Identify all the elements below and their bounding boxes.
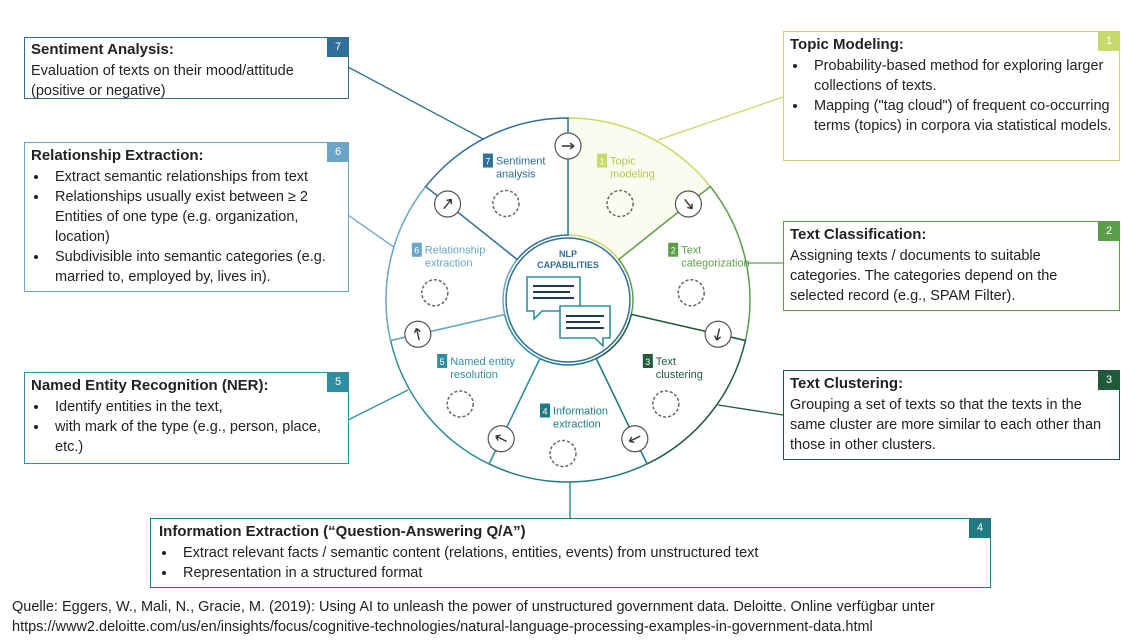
list-item: Representation in a structured format bbox=[177, 563, 982, 583]
segment-number: 4 bbox=[542, 407, 547, 417]
segment-label-line2: extraction bbox=[425, 258, 473, 270]
box-body: Evaluation of texts on their mood/attitu… bbox=[31, 63, 294, 99]
segment-label-line1: Sentiment bbox=[496, 156, 546, 168]
segment-label-line1: Topic bbox=[610, 156, 636, 168]
box-bullet-list: Probability-based method for exploring l… bbox=[790, 56, 1113, 136]
box-title: Text Classification: bbox=[790, 226, 927, 243]
segment-number: 2 bbox=[671, 246, 676, 256]
segment-label-line1: Information bbox=[553, 406, 608, 418]
relationship-extraction-box: 6 Relationship Extraction: Extract seman… bbox=[24, 142, 349, 292]
named-entity-recognition-box: 5 Named Entity Recognition (NER): Identi… bbox=[24, 372, 349, 464]
chat-bubbles-icon bbox=[526, 276, 611, 348]
source-line-1: Quelle: Eggers, W., Mali, N., Gracie, M.… bbox=[12, 599, 935, 615]
arrow-glyph bbox=[495, 434, 507, 442]
connector-sentiment bbox=[347, 66, 486, 141]
segment-illustration-icon bbox=[492, 189, 520, 218]
box-body: Grouping a set of texts so that the text… bbox=[790, 397, 1102, 453]
arrow-glyph bbox=[562, 142, 575, 150]
box-number-badge: 6 bbox=[327, 142, 349, 162]
list-item: Probability-based method for exploring l… bbox=[808, 56, 1113, 96]
list-item: with mark of the type (e.g., person, pla… bbox=[49, 417, 342, 457]
segment-illustration-icon bbox=[652, 390, 680, 418]
ring-segment-2 bbox=[617, 185, 751, 342]
connector-ner bbox=[347, 389, 409, 421]
sentiment-analysis-box: 7 Sentiment Analysis: Evaluation of text… bbox=[24, 37, 349, 99]
segment-number-badge bbox=[668, 242, 679, 257]
text-classification-box: 2 Text Classification: Assigning texts /… bbox=[783, 221, 1120, 311]
list-item: Relationships usually exist between ≥ 2 … bbox=[49, 187, 342, 247]
box-title: Relationship Extraction: bbox=[31, 147, 204, 164]
ring-segment-4 bbox=[488, 357, 648, 483]
segment-number-badge bbox=[411, 242, 422, 257]
box-number-badge: 5 bbox=[327, 372, 349, 392]
box-number-badge: 3 bbox=[1098, 370, 1120, 390]
box-title: Named Entity Recognition (NER): bbox=[31, 377, 269, 394]
segment-number-badge bbox=[642, 353, 653, 368]
segment-number-badge bbox=[597, 153, 608, 168]
arrow-glyph bbox=[628, 435, 641, 443]
box-title: Sentiment Analysis: bbox=[31, 41, 174, 58]
box-number-badge: 1 bbox=[1098, 31, 1120, 51]
ring-segment-1 bbox=[567, 117, 712, 261]
connector-topic bbox=[657, 96, 784, 141]
list-item: Extract semantic relationships from text bbox=[49, 167, 342, 187]
segment-number-badge bbox=[437, 353, 448, 368]
arrow-glyph bbox=[413, 327, 421, 341]
source-url[interactable]: https://www2.deloitte.com/us/en/insights… bbox=[12, 619, 873, 635]
segment-label-line1: Named entity bbox=[450, 356, 515, 368]
segment-number-badge bbox=[540, 403, 550, 418]
box-number-badge: 4 bbox=[969, 518, 991, 538]
list-item: Mapping ("tag cloud") of frequent co-occ… bbox=[808, 96, 1113, 136]
segment-number: 5 bbox=[440, 357, 445, 367]
segment-number: 1 bbox=[600, 157, 605, 167]
segment-label-line2: modeling bbox=[610, 169, 655, 181]
box-bullet-list: Extract semantic relationships from text… bbox=[31, 167, 342, 287]
arrow-glyph bbox=[684, 198, 693, 210]
segment-number: 3 bbox=[645, 357, 650, 367]
center-title-line2: CAPABILITIES bbox=[537, 260, 599, 270]
segment-label-line1: Text bbox=[681, 245, 701, 257]
segment-label-line2: categorization bbox=[681, 258, 750, 270]
box-title: Text Clustering: bbox=[790, 375, 904, 392]
segment-number-badge bbox=[482, 153, 493, 168]
segment-label-line2: clustering bbox=[656, 369, 703, 381]
topic-modeling-box: 1 Topic Modeling: Probability-based meth… bbox=[783, 31, 1120, 161]
arrow-glyph bbox=[443, 198, 453, 210]
box-number-badge: 2 bbox=[1098, 221, 1120, 241]
segment-illustration-icon bbox=[549, 439, 577, 468]
list-item: Extract relevant facts / semantic conten… bbox=[177, 543, 982, 563]
ring-segment-7 bbox=[424, 117, 569, 261]
box-title: Information Extraction (“Question-Answer… bbox=[159, 523, 526, 540]
list-item: Identify entities in the text, bbox=[49, 397, 342, 417]
center-title-line1: NLP bbox=[559, 249, 577, 259]
segment-label-line2: extraction bbox=[553, 419, 601, 431]
segment-illustration-icon bbox=[421, 278, 449, 307]
ring-segment-6 bbox=[385, 185, 519, 342]
segment-label-line2: resolution bbox=[450, 369, 498, 381]
segment-illustration-icon bbox=[606, 189, 634, 218]
arrow-glyph bbox=[714, 328, 722, 341]
connector-clustering bbox=[717, 404, 784, 416]
segment-label-line2: analysis bbox=[496, 169, 536, 181]
segment-label-line1: Relationship bbox=[425, 245, 486, 257]
text-clustering-box: 3 Text Clustering: Grouping a set of tex… bbox=[783, 370, 1120, 460]
source-citation: Quelle: Eggers, W., Mali, N., Gracie, M.… bbox=[12, 597, 935, 637]
segment-illustration-icon bbox=[446, 390, 474, 418]
segment-number: 6 bbox=[414, 246, 419, 256]
box-title: Topic Modeling: bbox=[790, 36, 904, 53]
segment-number: 7 bbox=[485, 157, 490, 167]
box-bullet-list: Extract relevant facts / semantic conten… bbox=[159, 543, 982, 583]
segment-illustration-icon bbox=[677, 278, 705, 307]
list-item: Subdivisible into semantic categories (e… bbox=[49, 247, 342, 287]
box-body: Assigning texts / documents to suitable … bbox=[790, 248, 1058, 304]
information-extraction-box: 4 Information Extraction (“Question-Answ… bbox=[150, 518, 991, 588]
connector-relationship bbox=[347, 214, 399, 251]
box-bullet-list: Identify entities in the text, with mark… bbox=[31, 397, 342, 457]
box-number-badge: 7 bbox=[327, 37, 349, 57]
segment-label-line1: Text bbox=[656, 356, 676, 368]
